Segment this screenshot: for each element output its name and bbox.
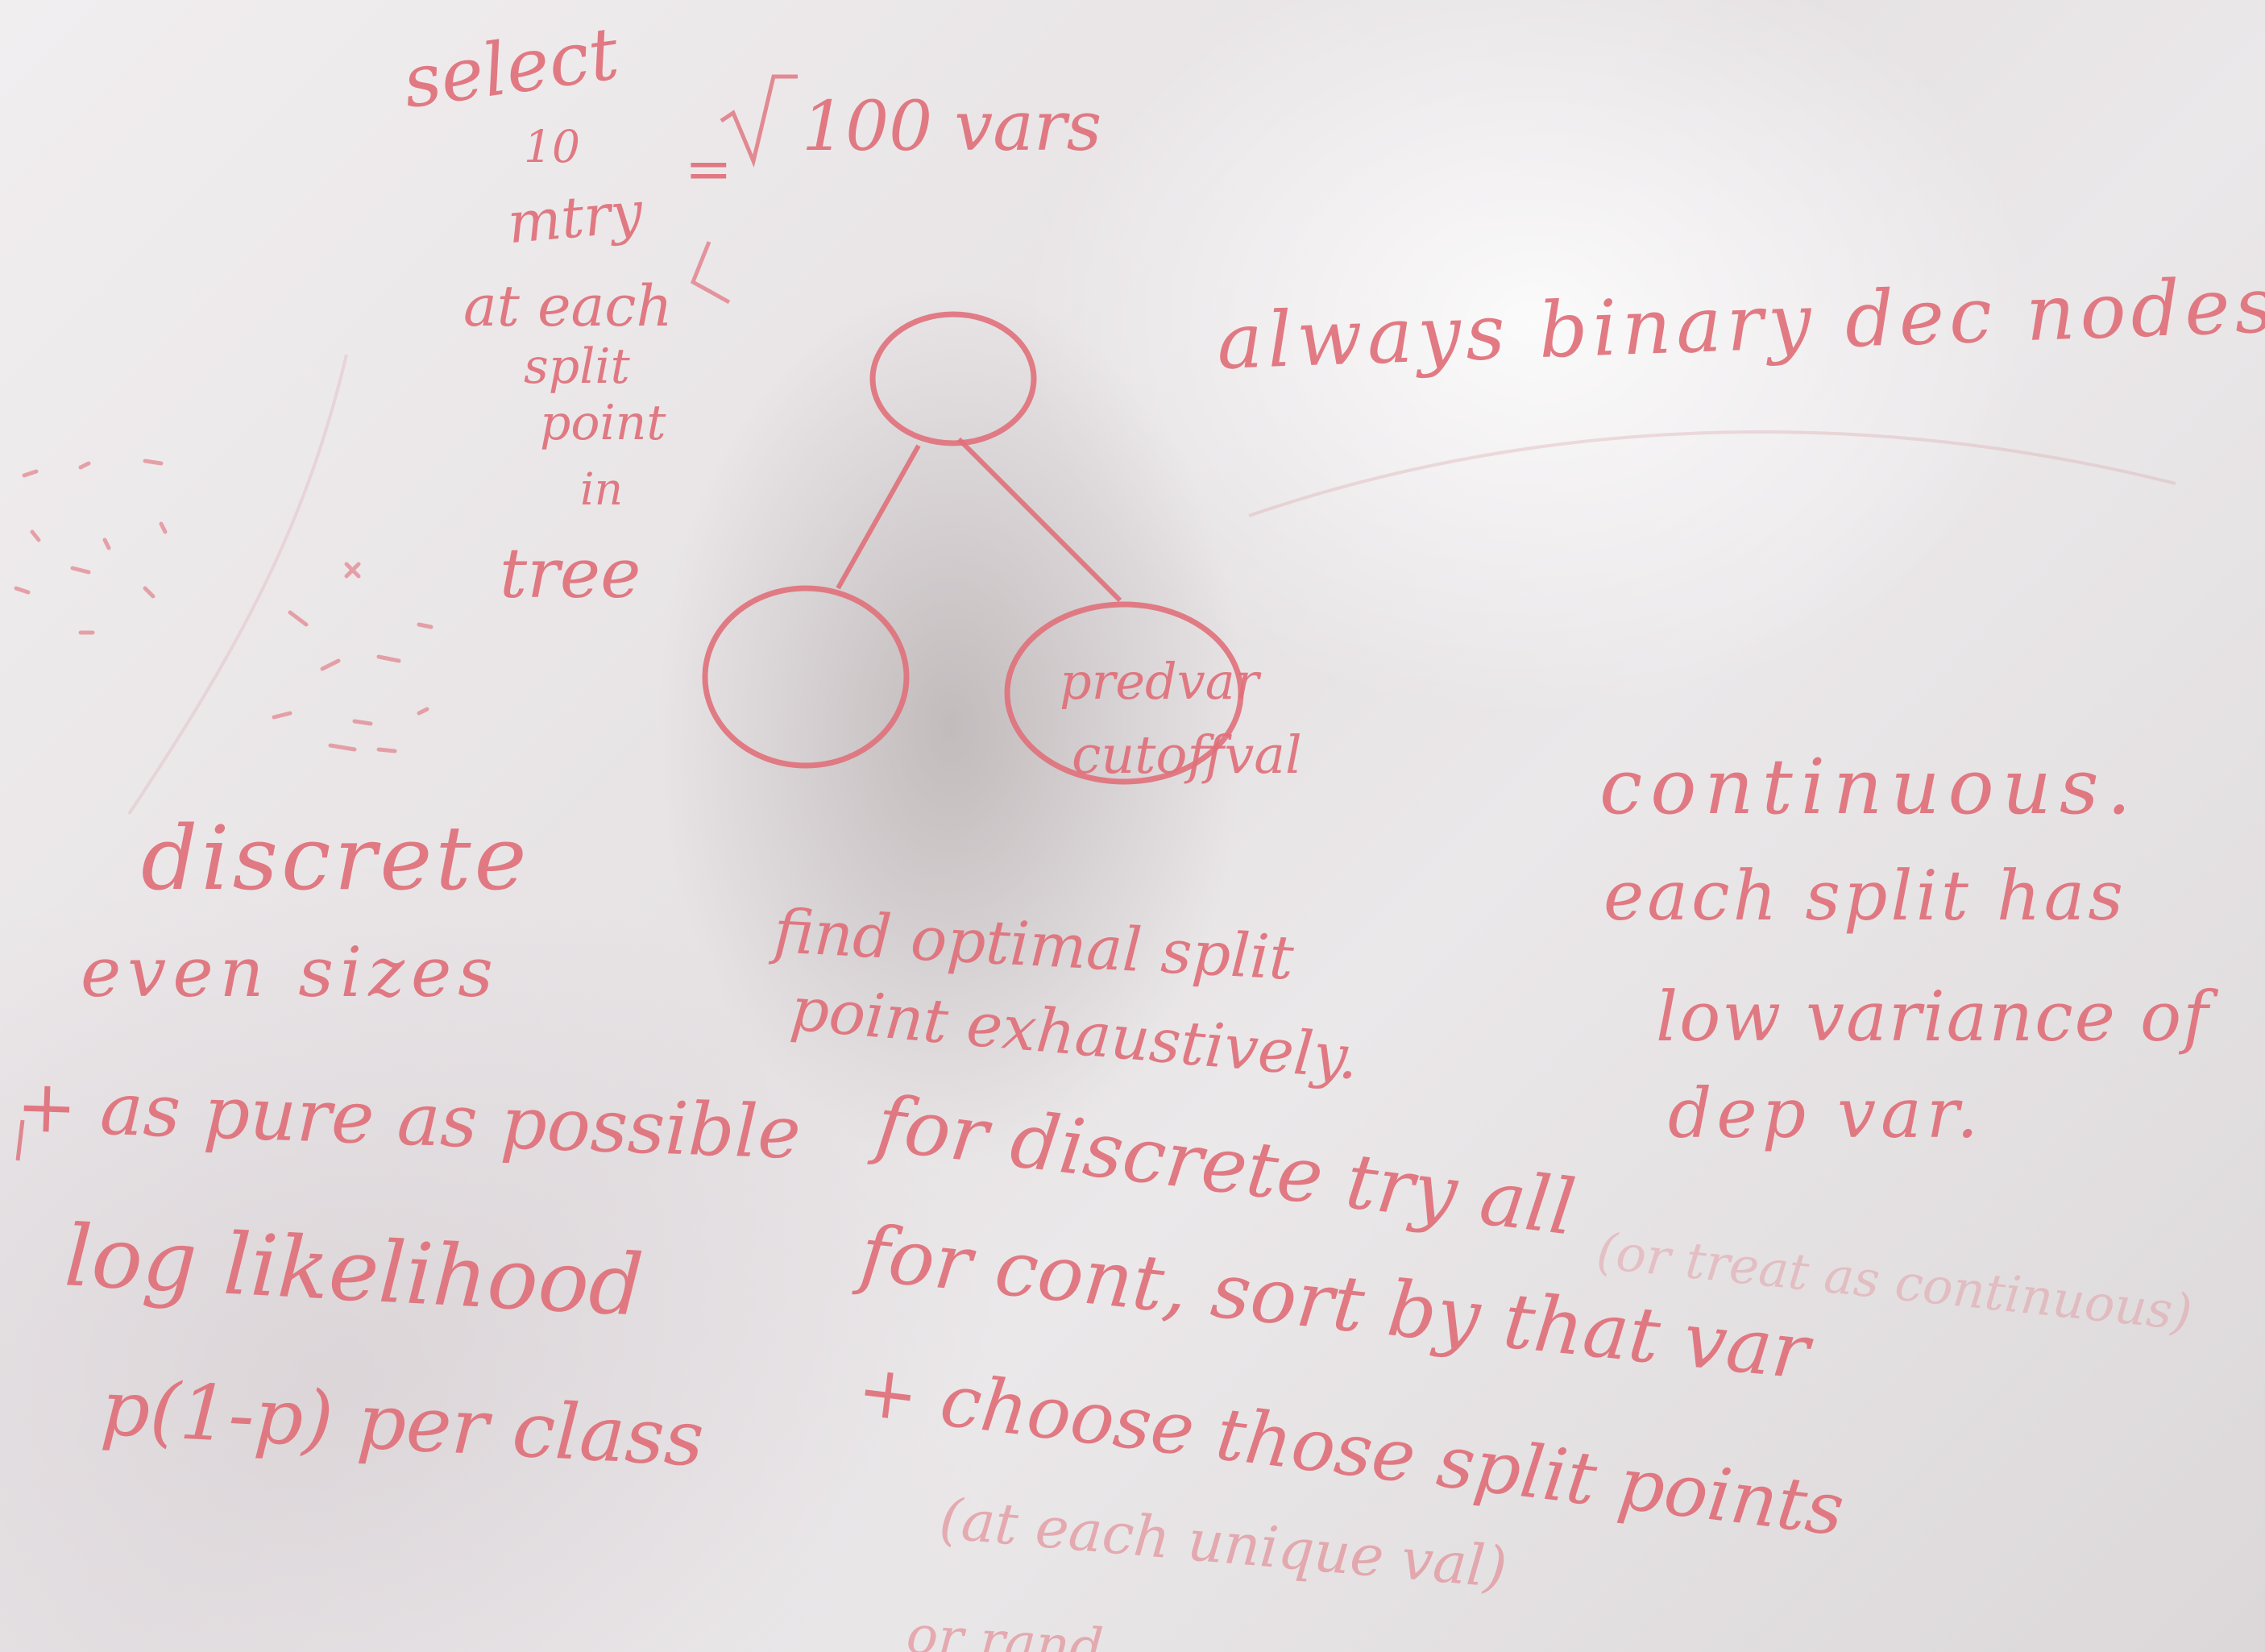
- tree-root-node: [869, 311, 1037, 446]
- text-100-vars: 100 vars: [802, 87, 1102, 167]
- text-cutoffval: cutoffval: [1072, 725, 1302, 786]
- text-or-rand: or rand: [904, 1604, 1106, 1652]
- text-point-exhaustively: point exhaustively.: [787, 973, 1362, 1094]
- mtry-bracket: [690, 241, 731, 305]
- text-pure: + as pure as possible: [15, 1064, 803, 1176]
- text-find-optimal: find optimal split: [772, 895, 1296, 994]
- text-mtry: mtry: [504, 178, 645, 257]
- erased-ink-specks: [14, 459, 434, 753]
- erased-arc: [127, 354, 348, 816]
- tree-left-child-node: [702, 585, 910, 769]
- text-ten: 10: [524, 121, 580, 172]
- tree-left-branch: [836, 444, 921, 590]
- text-in: in: [580, 463, 624, 515]
- text-predvar: predvar: [1060, 652, 1259, 711]
- sqrt-sign: [720, 74, 798, 168]
- text-even-sizes: even sizes: [81, 933, 500, 1013]
- text-p-formula: p(1-p) per class: [98, 1364, 707, 1484]
- erased-arc: [1248, 430, 2176, 517]
- text-low-variance: low variance of: [1656, 978, 2210, 1057]
- text-always-binary: always binary dec nodes: [1215, 261, 2265, 387]
- text-equals: =: [685, 136, 732, 202]
- text-at-each: at each: [463, 273, 673, 339]
- text-tree: tree: [500, 534, 641, 614]
- text-point: point: [540, 395, 666, 451]
- tree-right-branch: [956, 437, 1122, 603]
- text-at-each-unique: (at each unique val): [936, 1485, 1510, 1601]
- text-continuous-heading: continuous.: [1599, 743, 2139, 832]
- text-dep-var: dep var.: [1668, 1074, 1984, 1154]
- text-select: select: [397, 10, 624, 126]
- text-split: split: [524, 338, 630, 395]
- text-log-likelihood: log likelihood: [62, 1206, 646, 1335]
- text-discrete-heading: discrete: [141, 807, 530, 910]
- text-each-split: each split has: [1603, 857, 2126, 936]
